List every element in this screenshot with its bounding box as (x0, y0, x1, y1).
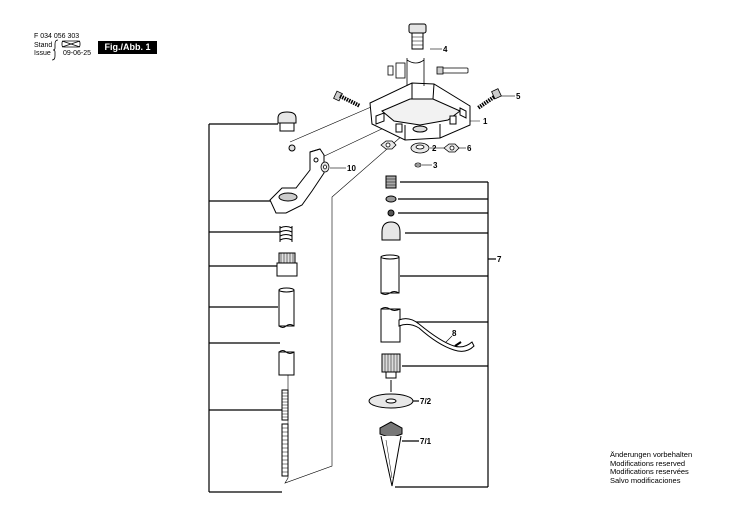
disc-part-7-2 (368, 380, 414, 409)
issue-date: 09-06-25 (63, 50, 92, 57)
tube-right (380, 254, 400, 295)
small-spring-right (385, 175, 397, 189)
nut-left (380, 140, 397, 150)
label-part-10: 10 (347, 164, 356, 173)
modification-notes: Änderungen vorbehalten Modifications res… (610, 450, 693, 485)
coupling-nut-left (276, 252, 298, 277)
label-part-2: 2 (432, 144, 437, 153)
clamp-bolt (387, 58, 469, 86)
nut-part-6 (443, 143, 460, 153)
ring-right (385, 195, 397, 203)
label-part-7: 7 (497, 255, 502, 264)
label-part-6: 6 (467, 144, 472, 153)
threaded-rod-left (281, 389, 289, 477)
side-screw-left (333, 90, 361, 108)
label-part-4: 4 (443, 45, 448, 54)
knurled-nut-right (381, 353, 401, 379)
washer-part-2 (410, 142, 430, 154)
note-german: Änderungen vorbehalten (610, 450, 693, 459)
cap-right (381, 221, 401, 241)
note-spanish: Salvo modificaciones (610, 475, 681, 485)
stand-label: Stand (34, 42, 53, 49)
stand-stamp-icon (61, 40, 81, 48)
washer-part-10 (320, 161, 330, 173)
knob-screw-part-4 (408, 23, 427, 50)
mounting-bracket-part-1 (369, 82, 471, 141)
spike-part-7-1 (379, 421, 403, 487)
label-part-1: 1 (483, 117, 488, 126)
label-part-7-1: 7/1 (420, 437, 432, 446)
side-screw-part-5 (476, 88, 502, 110)
ball-right (387, 209, 395, 217)
label-part-7-2: 7/2 (420, 397, 432, 406)
note-english: Modifications reserved (610, 458, 686, 468)
label-part-3: 3 (433, 161, 438, 170)
small-screw-part-3 (414, 162, 422, 168)
tube-left-upper (278, 287, 295, 328)
issue-label: Issue (34, 50, 51, 57)
tube-left-lower (278, 350, 295, 376)
cap-top-left (277, 111, 297, 132)
document-number: F 034 056 303 (34, 33, 80, 40)
label-part-5: 5 (516, 92, 521, 101)
spring-left (279, 226, 293, 242)
figure-badge: Fig./Abb. 1 (98, 41, 157, 54)
arm-bracket-part-10 (269, 144, 325, 214)
header-brace-icon (51, 39, 81, 61)
label-part-8: 8 (452, 329, 457, 338)
tube-with-handle-part-8 (380, 307, 475, 352)
left-bracket-lines (208, 123, 282, 493)
note-french: Modifications reservées (610, 467, 689, 477)
right-bracket-lines (395, 181, 496, 488)
